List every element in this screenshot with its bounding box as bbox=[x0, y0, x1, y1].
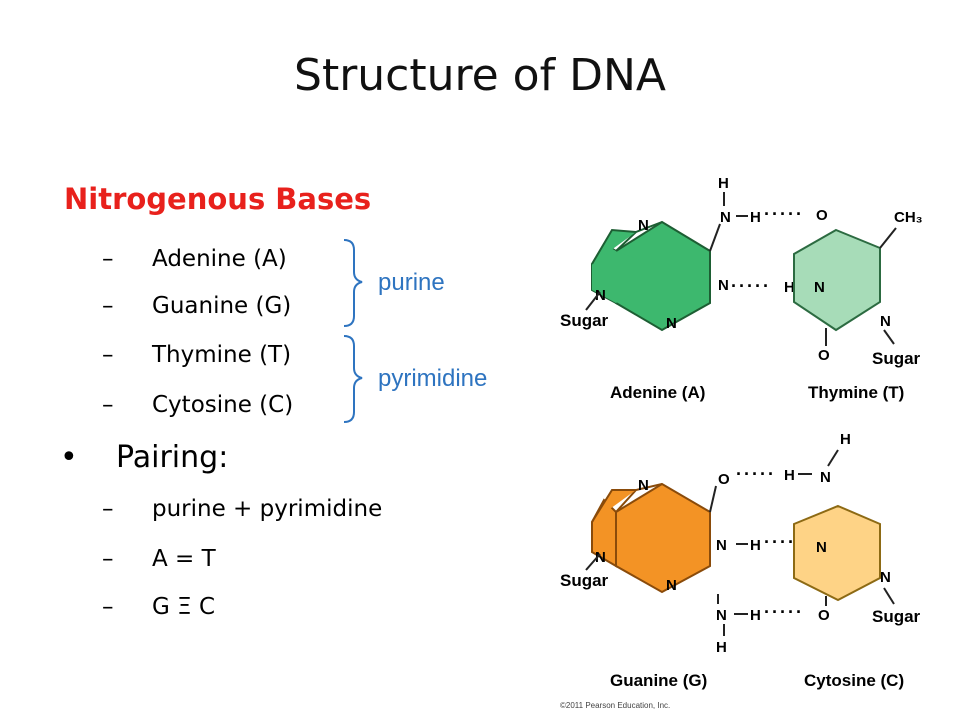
base-pair-diagram: N N N N N H H Sugar ····· ····· H O CH₃ … bbox=[560, 175, 923, 710]
h-label: H bbox=[784, 279, 795, 296]
h-label: H bbox=[750, 537, 761, 554]
sugar-label: Sugar bbox=[872, 607, 921, 626]
o-label: O bbox=[816, 207, 828, 224]
n-label: N bbox=[595, 287, 606, 304]
base-label: Adenine (A) bbox=[152, 246, 287, 272]
dash: – bbox=[102, 496, 114, 522]
n-label: N bbox=[820, 469, 831, 486]
hydrogen-bond: ····· bbox=[736, 464, 776, 484]
o-label: O bbox=[818, 347, 830, 364]
hydrogen-bond: ····· bbox=[764, 204, 804, 224]
cytosine-molecule: N H N N O Sugar bbox=[793, 431, 921, 626]
dash: – bbox=[102, 546, 114, 572]
n-label: N bbox=[595, 549, 606, 566]
dash: – bbox=[102, 594, 114, 620]
pairing-item-label: G Ξ C bbox=[152, 594, 216, 620]
base-label: Thymine (T) bbox=[152, 342, 292, 368]
hydrogen-bond: ····· bbox=[731, 276, 771, 296]
pairing-item-rule: – purine + pyrimidine bbox=[102, 496, 382, 522]
purine-bracket bbox=[343, 239, 363, 327]
sugar-label: Sugar bbox=[560, 311, 609, 330]
guanine-six-ring bbox=[615, 482, 711, 594]
n-label: N bbox=[716, 607, 727, 624]
pyrimidine-bracket bbox=[343, 335, 363, 423]
pairing-item-label: purine + pyrimidine bbox=[152, 496, 383, 522]
sugar-label: Sugar bbox=[560, 571, 609, 590]
base-item-guanine: – Guanine (G) bbox=[102, 293, 291, 319]
n-label: N bbox=[638, 217, 649, 234]
pairing-bullet: • Pairing: bbox=[60, 440, 228, 475]
n-label: N bbox=[718, 277, 729, 294]
dash: – bbox=[102, 293, 114, 319]
thymine-ring bbox=[793, 228, 881, 332]
n-label: N bbox=[880, 313, 891, 330]
base-item-cytosine: – Cytosine (C) bbox=[102, 392, 293, 418]
base-label: Cytosine (C) bbox=[152, 392, 294, 418]
h-label: H bbox=[718, 175, 729, 192]
h-label: H bbox=[716, 639, 727, 656]
n-label: N bbox=[666, 577, 677, 594]
h-label: H bbox=[840, 431, 851, 448]
thymine-name: Thymine (T) bbox=[808, 383, 904, 402]
pairing-item-label: A = T bbox=[152, 546, 216, 572]
base-label: Guanine (G) bbox=[152, 293, 292, 319]
o-label: O bbox=[718, 471, 730, 488]
n-label: N bbox=[720, 209, 731, 226]
pairing-item-at: – A = T bbox=[102, 546, 216, 572]
n-label: N bbox=[816, 539, 827, 556]
o-label: O bbox=[818, 607, 830, 624]
dash: – bbox=[102, 246, 114, 272]
dash: – bbox=[102, 392, 114, 418]
ch3-label: CH₃ bbox=[894, 209, 923, 226]
guanine-molecule: N N N N O N H H H Sugar bbox=[560, 471, 761, 656]
pairing-item-gc: –G Ξ C bbox=[102, 594, 215, 620]
n-label: N bbox=[716, 537, 727, 554]
n-label: N bbox=[880, 569, 891, 586]
h-label: H bbox=[750, 209, 761, 226]
base-item-adenine: – Adenine (A) bbox=[102, 246, 287, 272]
cytosine-ring bbox=[793, 504, 881, 602]
adenine-name: Adenine (A) bbox=[610, 383, 705, 402]
hydrogen-bond: ····· bbox=[764, 602, 804, 622]
hydrogen-bond: ····· bbox=[764, 532, 804, 552]
section-heading: Nitrogenous Bases bbox=[64, 182, 372, 216]
n-label: N bbox=[638, 477, 649, 494]
pyrimidine-label: pyrimidine bbox=[378, 365, 488, 392]
bracket-group bbox=[343, 239, 363, 423]
thymine-molecule: O CH₃ N N O Sugar bbox=[793, 207, 923, 368]
h-label: H bbox=[750, 607, 761, 624]
pairing-label: Pairing: bbox=[116, 440, 229, 475]
copyright-note: ©2011 Pearson Education, Inc. bbox=[560, 701, 670, 710]
n-label: N bbox=[814, 279, 825, 296]
base-item-thymine: – Thymine (T) bbox=[102, 342, 291, 368]
sugar-label: Sugar bbox=[872, 349, 921, 368]
purine-label: purine bbox=[378, 269, 445, 296]
n-label: N bbox=[666, 315, 677, 332]
guanine-name: Guanine (G) bbox=[610, 671, 707, 690]
cytosine-name: Cytosine (C) bbox=[804, 671, 904, 690]
adenine-molecule: N N N N N H H Sugar bbox=[560, 175, 761, 332]
dash: – bbox=[102, 342, 114, 368]
slide-title: Structure of DNA bbox=[294, 50, 666, 101]
h-label: H bbox=[784, 467, 795, 484]
bullet-dot: • bbox=[60, 440, 78, 475]
